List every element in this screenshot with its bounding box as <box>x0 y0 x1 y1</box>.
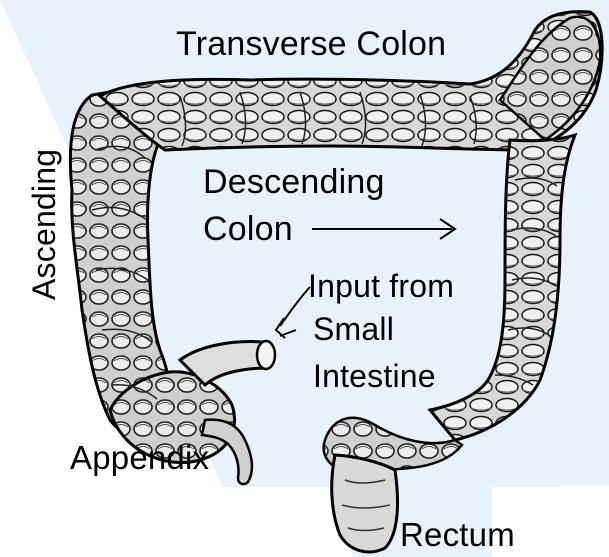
label-descending-line1: Descending <box>203 165 385 199</box>
label-transverse-colon: Transverse Colon <box>176 27 446 61</box>
input-arrow <box>276 287 310 338</box>
label-ascending: Ascending <box>28 149 60 300</box>
label-descending-line2: Colon <box>203 212 293 246</box>
descending-arrow <box>312 219 455 239</box>
label-input-line1: Input from <box>308 270 454 302</box>
label-rectum: Rectum <box>400 518 515 551</box>
label-input-line2: Small <box>313 313 394 345</box>
rectum <box>332 455 398 552</box>
label-appendix: Appendix <box>70 441 209 474</box>
label-input-line3: Intestine <box>313 360 436 392</box>
